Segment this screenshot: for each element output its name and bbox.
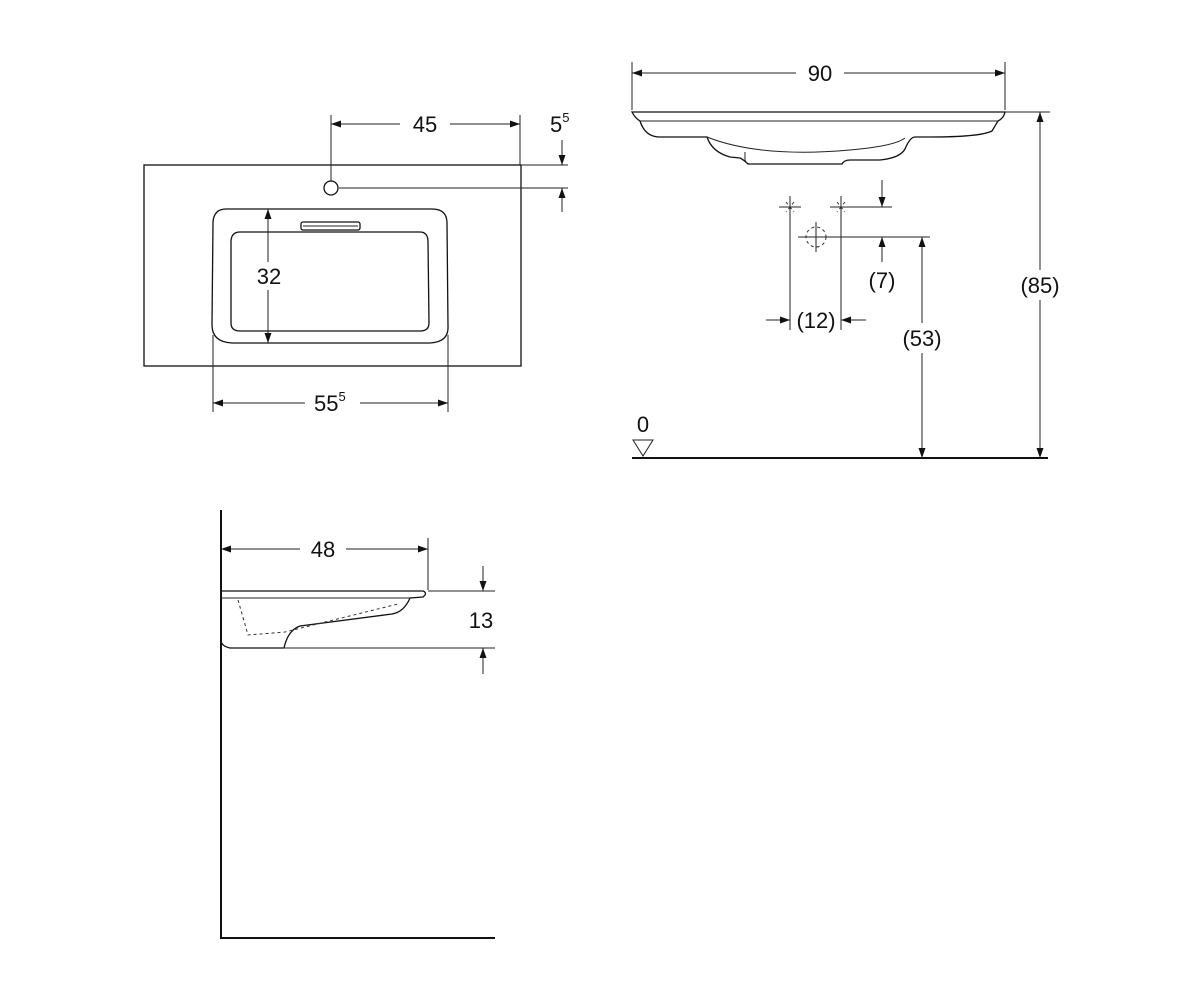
waste-symbol — [798, 222, 930, 252]
dim-label-waste-height: (7) — [869, 268, 896, 293]
dim-label-tap-depth: 55 — [550, 110, 569, 137]
floor-level-icon — [632, 439, 654, 457]
basin-profile-side — [220, 590, 427, 649]
dim-label-total-height: (85) — [1020, 273, 1059, 298]
dim-label-tap-offset: 45 — [413, 112, 437, 137]
dim-label-width: 90 — [808, 61, 832, 86]
dim-label-bowl-depth: 32 — [257, 264, 281, 289]
dim-label-thickness: 13 — [469, 608, 493, 633]
dim-label-drain-height: (53) — [902, 326, 941, 351]
side-view: 48 13 — [220, 510, 495, 939]
front-view: 90 (7) (12) — [630, 58, 1067, 459]
overflow-slot — [300, 221, 361, 231]
tap-hole — [323, 180, 339, 196]
bowl-rim-top — [211, 208, 449, 344]
dim-label-bowl-width: 555 — [314, 389, 346, 416]
top-view: 45 55 32 555 — [143, 110, 569, 416]
dim-label-projection: 48 — [311, 537, 335, 562]
basin-profile-front — [630, 111, 1006, 165]
supply-symbol-left — [779, 196, 801, 218]
floor-level-label: 0 — [637, 412, 649, 437]
supply-symbol-right — [830, 196, 892, 218]
basin-outline-top — [143, 164, 522, 367]
bowl-inner-top — [230, 231, 430, 332]
dim-label-waste-spacing: (12) — [796, 308, 835, 333]
